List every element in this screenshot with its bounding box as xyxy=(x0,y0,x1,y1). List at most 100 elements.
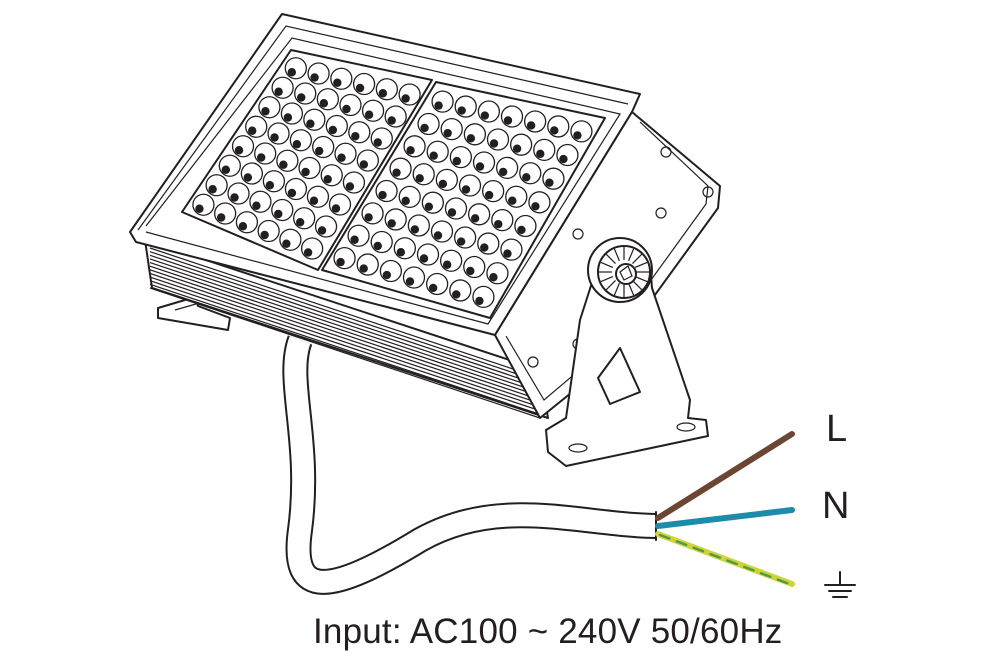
led-lens xyxy=(495,156,519,180)
led-chip xyxy=(301,167,310,177)
led-lens xyxy=(472,285,495,309)
knob-rib xyxy=(613,282,620,296)
led-chip xyxy=(310,73,319,82)
led-chip xyxy=(252,201,261,210)
knob-rib xyxy=(632,280,643,291)
led-chip xyxy=(331,204,341,213)
led-chip xyxy=(230,193,239,202)
led-chip xyxy=(351,132,360,141)
led-chip xyxy=(303,248,313,257)
led-lens xyxy=(271,198,294,222)
led-chip xyxy=(452,156,462,166)
led-lens xyxy=(294,82,317,105)
led-lens xyxy=(402,266,426,289)
led-lens xyxy=(454,95,477,118)
led-chip xyxy=(503,116,513,125)
led-module-left xyxy=(181,49,433,271)
led-lens xyxy=(347,224,370,247)
led-lens xyxy=(449,279,472,302)
led-lens xyxy=(505,185,528,208)
led-chip xyxy=(287,188,297,198)
led-chip xyxy=(424,202,434,211)
led-lens xyxy=(257,219,280,243)
neutral-label: N xyxy=(822,485,850,527)
led-chip xyxy=(447,208,457,217)
led-lens xyxy=(528,191,551,214)
live-wire xyxy=(655,431,795,521)
led-lens xyxy=(312,135,335,159)
led-lens xyxy=(356,253,379,276)
led-chip xyxy=(434,101,443,110)
led-lens xyxy=(449,145,473,169)
knob-rib xyxy=(600,276,614,283)
led-lens xyxy=(262,170,286,193)
led-lens xyxy=(361,99,385,122)
led-chip xyxy=(314,146,324,156)
led-chip xyxy=(387,116,396,125)
led-chip xyxy=(261,107,270,116)
led-lens xyxy=(306,185,330,208)
led-chip xyxy=(470,214,480,223)
led-lens xyxy=(523,110,547,133)
led-chip xyxy=(319,99,329,108)
led-lens xyxy=(389,157,412,180)
led-chip xyxy=(359,264,368,273)
led-chip xyxy=(328,125,338,135)
led-lens xyxy=(481,179,505,203)
led-chip xyxy=(248,126,257,135)
led-lens xyxy=(463,255,486,279)
heat-sink-fins xyxy=(144,239,549,419)
led-chip xyxy=(406,146,415,155)
led-chip xyxy=(442,260,452,269)
led-lens xyxy=(293,207,316,230)
fin-line xyxy=(149,283,541,415)
led-chip xyxy=(526,121,536,130)
led-chip xyxy=(401,196,410,206)
led-lens xyxy=(214,202,237,225)
fin-line xyxy=(149,258,541,390)
led-chip xyxy=(373,138,382,147)
led-lens xyxy=(271,76,294,99)
led-lens xyxy=(439,249,463,272)
led-chip xyxy=(364,110,374,119)
led-lens xyxy=(421,191,445,214)
led-chip xyxy=(238,222,248,231)
led-lens xyxy=(486,262,509,285)
led-chip xyxy=(559,154,568,164)
led-lens xyxy=(280,102,304,125)
led-chip xyxy=(452,290,461,299)
led-lens xyxy=(258,96,281,119)
led-chip xyxy=(415,174,424,183)
led-chip xyxy=(350,235,359,244)
led-chip xyxy=(443,128,452,138)
led-lens xyxy=(430,220,454,243)
led-chip xyxy=(480,243,489,252)
led-chip xyxy=(306,119,315,128)
led-chip xyxy=(489,273,498,282)
led-lens xyxy=(412,163,435,186)
fin-line xyxy=(149,247,541,379)
led-chip xyxy=(337,153,346,162)
led-lens xyxy=(342,171,366,194)
led-chip xyxy=(531,202,540,211)
led-chip xyxy=(283,113,293,122)
led-lens xyxy=(486,128,510,151)
led-chip xyxy=(480,111,490,120)
led-chip xyxy=(345,182,355,191)
led-lens xyxy=(352,72,376,96)
led-chip xyxy=(405,277,415,286)
led-chip xyxy=(498,167,508,177)
fin-line xyxy=(149,280,541,412)
knob-rib xyxy=(632,253,643,264)
led-chip xyxy=(489,139,499,148)
led-chip xyxy=(359,160,369,169)
led-chip xyxy=(466,134,476,143)
led-chip xyxy=(466,266,475,276)
led-chip xyxy=(265,181,275,190)
led-lens xyxy=(458,174,482,197)
led-lens xyxy=(284,57,307,80)
led-chip xyxy=(333,78,342,87)
led-chip xyxy=(282,239,291,248)
led-chip xyxy=(257,153,266,162)
led-lens xyxy=(393,237,417,260)
